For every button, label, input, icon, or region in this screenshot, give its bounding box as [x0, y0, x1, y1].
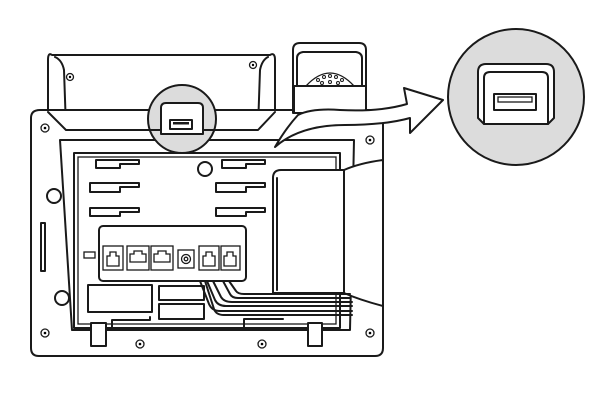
screw-icon — [65, 72, 75, 82]
rj9-port-icon — [220, 245, 241, 271]
rj9-port-icon — [198, 245, 220, 271]
wall-mount-hooks — [89, 159, 266, 217]
foot — [307, 322, 323, 347]
rj45-port-icon — [126, 245, 150, 271]
phone-body — [30, 109, 384, 357]
screw-icon — [248, 60, 258, 70]
handset — [292, 42, 367, 114]
rj45-port-icon — [150, 245, 174, 271]
cables — [199, 280, 353, 316]
usb-highlight-zoom — [447, 28, 585, 166]
dc-jack-icon — [177, 249, 195, 269]
handset-bracket — [272, 159, 384, 307]
rj9-port-icon — [102, 245, 124, 271]
port-panel — [83, 225, 247, 282]
usb-highlight-small — [147, 84, 217, 154]
arrow-icon — [274, 87, 444, 148]
foot — [90, 322, 107, 347]
screws — [40, 123, 375, 349]
slot — [40, 222, 46, 272]
